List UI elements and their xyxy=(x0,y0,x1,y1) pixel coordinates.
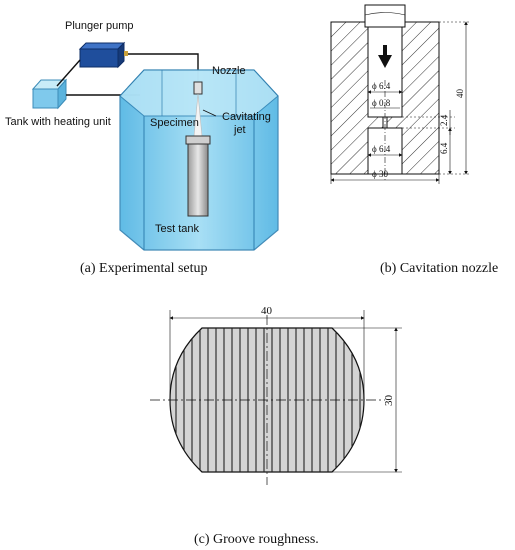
plunger-pump xyxy=(78,41,128,69)
nozzle xyxy=(193,81,203,95)
caption-a: (a) Experimental setup xyxy=(80,261,208,276)
specimen xyxy=(185,135,211,217)
dim-total-height: 40 xyxy=(455,89,465,99)
experimental-setup: Plunger pump Tank with heating unit Nozz… xyxy=(5,20,279,276)
heating-tank xyxy=(31,78,68,110)
dim-groove-height: 30 xyxy=(383,395,395,407)
test-tank-label: Test tank xyxy=(155,223,200,235)
dim-throat-height: 2.4 xyxy=(439,114,449,126)
dim-outlet-dia: ϕ 6.4 xyxy=(372,144,391,154)
pump-label: Plunger pump xyxy=(65,20,134,32)
caption-c: (c) Groove roughness. xyxy=(194,532,319,547)
nozzle-label: Nozzle xyxy=(212,65,246,77)
cavitating-label-2: jet xyxy=(233,124,246,136)
caption-b: (b) Cavitation nozzle xyxy=(380,261,498,276)
dim-outlet-height: 6.4 xyxy=(439,142,449,154)
dim-outer-dia: ϕ 30 xyxy=(372,169,388,179)
dim-throat-dia: ϕ 0.8 xyxy=(372,98,391,108)
dim-inlet-dia: ϕ 6.4 xyxy=(372,81,391,91)
cavitating-label-1: Cavitating xyxy=(222,111,271,123)
specimen-label: Specimen xyxy=(150,117,199,129)
groove-roughness: 40 30 (c) Groove roughness. xyxy=(150,305,402,547)
cavitation-nozzle: ϕ 6.4 ϕ 0.8 ϕ 6.4 ϕ 30 40 2.4 6.4 (b) Ca… xyxy=(330,4,498,276)
heating-tank-label: Tank with heating unit xyxy=(5,116,111,128)
dim-groove-width: 40 xyxy=(261,305,273,317)
